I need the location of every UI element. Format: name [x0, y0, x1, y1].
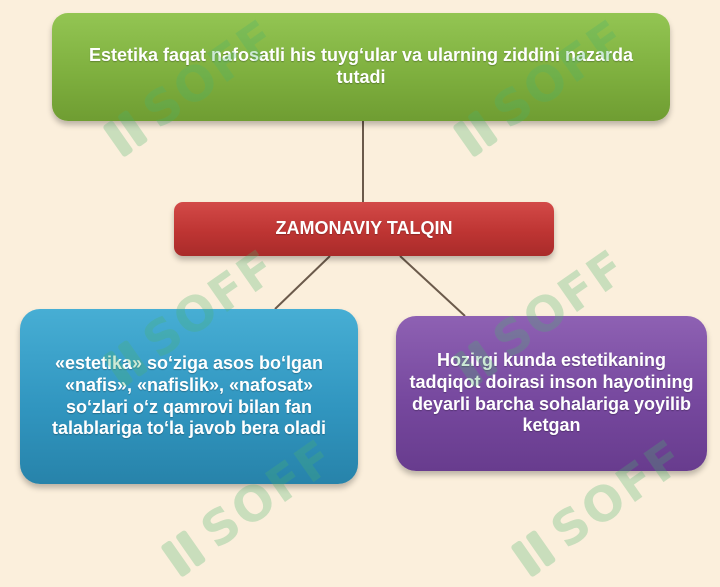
connector-center-right	[399, 255, 466, 317]
top-statement-text: Estetika faqat nafosatli his tuyg‘ular v…	[88, 45, 634, 87]
right-branch-text: Hozirgi kunda estetikaning tadqiqot doir…	[409, 350, 694, 436]
right-branch-box: Hozirgi kunda estetikaning tadqiqot doir…	[396, 316, 707, 471]
central-concept-text: ZAMONAVIY TALQIN	[275, 218, 453, 239]
left-branch-box: «estetika» so‘ziga asos bo‘lgan «nafis»,…	[20, 309, 358, 484]
top-statement-box: Estetika faqat nafosatli his tuyg‘ular v…	[52, 13, 670, 121]
connector-lines	[274, 121, 466, 317]
connector-center-left	[274, 255, 331, 310]
left-branch-text: «estetika» so‘ziga asos bo‘lgan «nafis»,…	[51, 353, 327, 439]
central-concept-box: ZAMONAVIY TALQIN	[174, 202, 554, 256]
